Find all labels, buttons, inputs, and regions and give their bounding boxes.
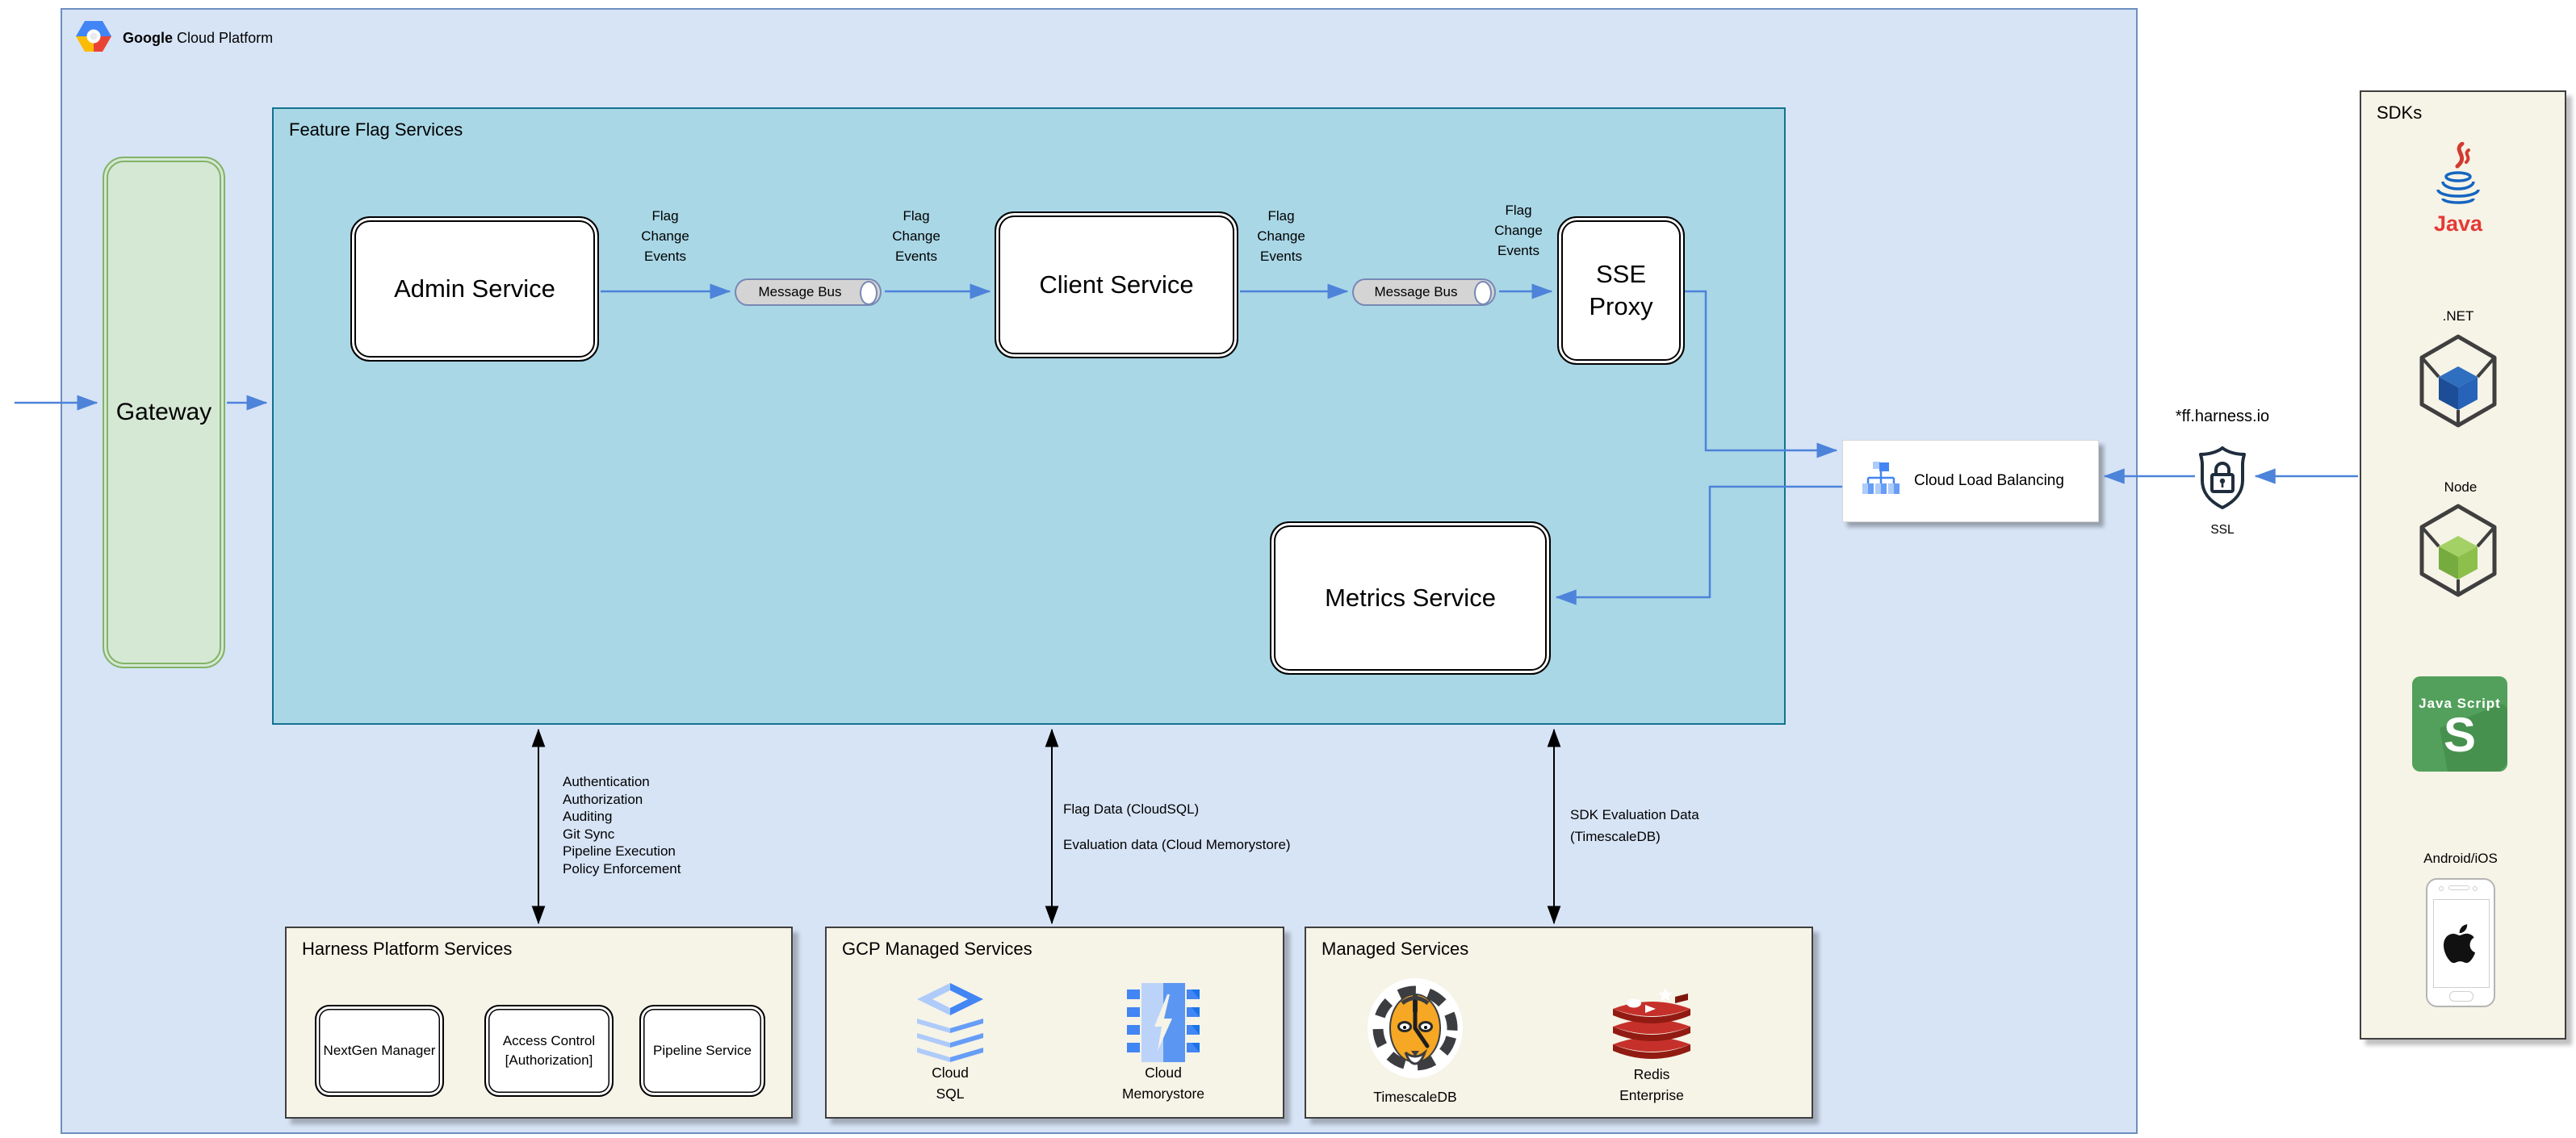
cloud-memorystore-label: Cloud Memorystore: [1121, 1065, 1205, 1102]
client-service-node: Client Service: [995, 211, 1238, 358]
gcp-managed-title: GCP Managed Services: [842, 939, 1032, 959]
cylinder-cap: [860, 281, 878, 305]
load-balancer-icon: [1862, 461, 1900, 501]
flag-change-events-label-1: Flag Change Events: [641, 208, 689, 264]
cloud-load-balancing-label: Cloud Load Balancing: [1914, 472, 2064, 489]
ssl-label: SSL: [2210, 523, 2235, 537]
sse-proxy-node: SSE Proxy: [1557, 216, 1685, 365]
flag-data-note: Flag Data (CloudSQL): [1063, 801, 1200, 817]
timescaledb-label: TimescaleDB: [1373, 1089, 1457, 1105]
cloud-load-balancing-node: Cloud Load Balancing: [1842, 440, 2099, 522]
message-bus-2-label: Message Bus: [1374, 284, 1458, 299]
cloud-memorystore-icon: [1127, 983, 1200, 1066]
admin-service-node: Admin Service: [350, 216, 599, 362]
sdk-evaluation-data-note: SDK Evaluation Data (TimescaleDB): [1570, 807, 1699, 844]
cloud-sql-label: Cloud SQL: [932, 1065, 969, 1102]
flag-change-events-label-2: Flag Change Events: [892, 208, 940, 264]
node-cube-icon: [2418, 504, 2499, 601]
phone-speaker: [2448, 885, 2469, 890]
message-bus-1: Message Bus: [735, 278, 882, 306]
smartphone-icon: [2426, 878, 2495, 1007]
javascript-icon: Java Script S: [2412, 676, 2507, 772]
nextgen-manager-node: NextGen Manager: [315, 1005, 444, 1097]
ff-harness-domain-label: *ff.harness.io: [2175, 408, 2270, 425]
timescaledb-icon: [1366, 977, 1464, 1084]
gateway-node: Gateway: [103, 157, 225, 668]
gcp-header: Google Cloud Platform: [76, 21, 273, 56]
nextgen-manager-label: NextGen Manager: [323, 1043, 436, 1058]
apple-icon: [2444, 924, 2476, 964]
phone-sensor: [2473, 886, 2478, 891]
phone-screen: [2433, 899, 2490, 988]
flag-change-events-label-3: Flag Change Events: [1257, 208, 1305, 264]
harness-title: Harness Platform Services: [302, 939, 513, 959]
java-label: Java: [2433, 211, 2483, 236]
pipeline-service-label: Pipeline Service: [653, 1043, 752, 1058]
metrics-service-node: Metrics Service: [1270, 521, 1551, 675]
access-control-node: Access Control [Authorization]: [484, 1005, 614, 1097]
node-label: Node: [2444, 479, 2478, 495]
gateway-label: Gateway: [115, 399, 212, 425]
cylinder-cap: [1474, 281, 1492, 305]
admin-service-label: Admin Service: [394, 274, 555, 303]
dotnet-label: .NET: [2442, 308, 2474, 324]
java-icon: [2431, 141, 2485, 215]
gcp-logo-icon: [76, 21, 111, 56]
managed-services-container: Managed Services: [1305, 927, 1813, 1119]
message-bus-2: Message Bus: [1352, 278, 1496, 306]
ssl-shield-icon: [2196, 446, 2249, 514]
page-title: Google Cloud Platform: [123, 30, 273, 47]
pipeline-service-node: Pipeline Service: [639, 1005, 765, 1097]
javascript-word: Java Script: [2419, 696, 2501, 711]
redis-enterprise-label: Redis Enterprise: [1619, 1066, 1684, 1103]
dotnet-cube-icon: [2418, 334, 2499, 432]
flag-change-events-label-4: Flag Change Events: [1494, 203, 1543, 258]
phone-home-button: [2449, 991, 2473, 1002]
metrics-service-label: Metrics Service: [1325, 584, 1496, 612]
auth-capabilities-note: Authentication Authorization Auditing Gi…: [563, 774, 681, 877]
brand-rest: Cloud Platform: [177, 30, 274, 46]
client-service-label: Client Service: [1039, 270, 1194, 299]
javascript-s: S: [2443, 708, 2477, 762]
managed-services-title: Managed Services: [1322, 939, 1469, 959]
evaluation-data-note: Evaluation data (Cloud Memorystore): [1063, 837, 1291, 852]
brand-bold: Google: [123, 30, 173, 46]
redis-icon: [1607, 985, 1696, 1069]
access-control-label: Access Control [Authorization]: [502, 1033, 596, 1068]
android-ios-label: Android/iOS: [2423, 851, 2498, 866]
message-bus-1-label: Message Bus: [758, 284, 842, 299]
cloud-sql-icon: [917, 983, 983, 1066]
phone-camera: [2439, 886, 2444, 891]
sdks-title: SDKs: [2377, 103, 2423, 123]
ffs-title: Feature Flag Services: [289, 119, 463, 140]
sse-proxy-label: SSE Proxy: [1589, 260, 1653, 320]
gcp-managed-services-container: GCP Managed Services: [825, 927, 1284, 1119]
